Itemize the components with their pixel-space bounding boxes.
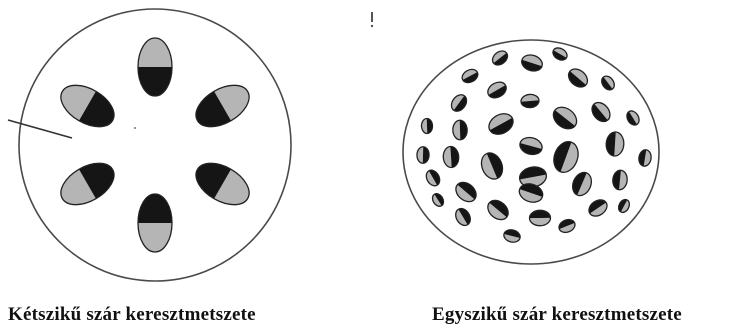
monocot-vascular-bundle-33 [556, 216, 578, 236]
monocot-vascular-bundle-29 [585, 195, 612, 221]
monocot-vascular-bundle-31 [483, 195, 514, 225]
label-pointer-line [8, 120, 72, 138]
monocot-vascular-bundle-35 [615, 196, 633, 215]
monocot-stem-cross-section [403, 40, 659, 264]
dicot-vascular-bundle-1-phloem [137, 37, 173, 67]
monocot-vascular-bundle-20 [416, 146, 431, 165]
monocot-vascular-bundle-13 [420, 117, 434, 134]
dicot-vascular-bundle-6 [52, 75, 122, 136]
monocot-caption: Egyszikű szár keresztmetszete [432, 304, 682, 326]
monocot-vascular-bundle-32 [528, 209, 551, 227]
monocot-vascular-bundle-17 [548, 137, 583, 177]
dicot-vascular-bundle-1-xylem [137, 67, 173, 97]
dicot-stem-cross-section [8, 9, 291, 281]
monocot-vascular-bundle-34 [501, 227, 522, 245]
dicot-vascular-bundle-4-phloem [137, 223, 173, 253]
dicot-vascular-bundle-4-xylem [137, 193, 173, 223]
monocot-vascular-bundle-3 [549, 44, 570, 64]
monocot-vascular-bundle-19 [637, 148, 654, 168]
monocot-vascular-bundle-22 [476, 148, 507, 183]
monocot-vascular-bundle-4 [459, 65, 482, 86]
monocot-vascular-bundle-26 [422, 166, 443, 189]
dicot-vascular-bundle-2 [188, 75, 258, 136]
monocot-vascular-bundle-27 [451, 177, 482, 207]
monocot-vascular-bundle-18 [604, 130, 625, 157]
monocot-vascular-bundle-14 [452, 119, 469, 141]
monocot-vascular-bundle-25 [611, 169, 629, 192]
monocot-vascular-bundle-1 [488, 47, 511, 70]
dicot-vascular-bundle-4 [137, 193, 173, 253]
monocot-vascular-bundle-36 [429, 190, 447, 209]
monocot-vascular-bundle-5 [564, 64, 593, 92]
monocot-vascular-bundle-2 [518, 51, 545, 75]
monocot-vascular-bundle-9 [519, 93, 540, 110]
monocot-vascular-bundle-24 [568, 168, 596, 200]
monocot-vascular-bundle-10 [548, 101, 582, 134]
monocot-vascular-bundle-7 [447, 90, 471, 115]
monocot-vascular-bundle-16 [517, 134, 545, 158]
monocot-vascular-bundle-11 [587, 98, 615, 127]
monocot-vascular-bundle-8 [484, 78, 511, 103]
dicot-caption: Kétszikű szár keresztmetszete [8, 304, 256, 326]
monocot-vascular-bundle-6 [598, 72, 619, 93]
monocot-vascular-bundle-12 [623, 107, 643, 128]
dicot-center-dot [134, 127, 136, 129]
monocot-vascular-bundle-30 [451, 205, 474, 230]
dicot-vascular-bundle-5 [52, 153, 122, 214]
dicot-vascular-bundle-3 [188, 153, 258, 214]
monocot-vascular-bundle-21 [442, 145, 461, 169]
dicot-vascular-bundle-1 [137, 37, 173, 97]
monocot-vascular-bundle-15 [484, 108, 518, 139]
stray-dot [371, 25, 373, 27]
